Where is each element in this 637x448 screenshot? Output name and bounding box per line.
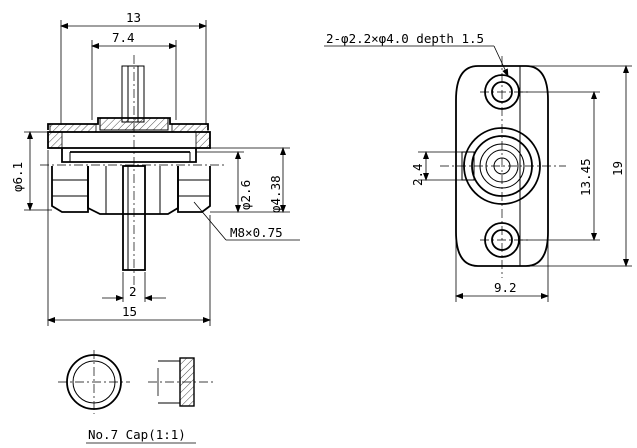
right-nut xyxy=(177,166,211,213)
dim-9-2-label: 9.2 xyxy=(494,280,517,295)
center-housing xyxy=(87,166,179,215)
cap-caption: No.7 Cap(1:1) xyxy=(88,427,186,442)
dim-inner-width-7-4: 7.4 xyxy=(91,30,177,120)
dim-phi-4-38-label: φ4.38 xyxy=(268,175,283,213)
connector-ring-2 xyxy=(471,135,533,197)
flange-hatch-center xyxy=(99,117,169,131)
dim-7-4-label: 7.4 xyxy=(112,30,135,45)
dim-overall-length: 15 xyxy=(47,150,211,326)
dim-key-height: 2.4 xyxy=(410,151,474,186)
hole-spec-label: 2-φ2.2×φ4.0 depth 1.5 xyxy=(326,31,484,46)
thread-leader: M8×0.75 xyxy=(193,201,300,241)
inner-cavity xyxy=(61,148,197,163)
dim-hole-pitch: 13.45 xyxy=(520,91,600,241)
thread-label: M8×0.75 xyxy=(230,225,283,240)
top-mounting-hole-outer xyxy=(484,74,520,110)
left-nut xyxy=(51,166,89,213)
lower-pin xyxy=(122,165,146,271)
front-view: 2-φ2.2×φ4.0 depth 1.5 2.4 13.45 19 xyxy=(324,31,632,302)
connector-ring-4 xyxy=(485,149,519,183)
side-view: 13 7.4 xyxy=(10,10,300,326)
dim-slot-width: 2 xyxy=(102,272,166,302)
dim-13-label: 13 xyxy=(126,10,141,25)
cap-outer-circle xyxy=(66,354,122,410)
dim-diameter-2-6: φ2.6 xyxy=(196,151,253,213)
dim-left-diameter: φ6.1 xyxy=(10,131,52,211)
flange-hatch-left xyxy=(49,123,97,133)
dim-13-45-label: 13.45 xyxy=(578,158,593,196)
dim-phi-2-6-label: φ2.6 xyxy=(238,180,253,210)
dim-width: 9.2 xyxy=(455,240,549,302)
bottom-mounting-hole-inner xyxy=(491,229,513,251)
top-shaft xyxy=(121,65,145,123)
flange-hatch-right xyxy=(171,123,209,133)
flange-outline xyxy=(455,65,549,267)
cap-knurl xyxy=(179,357,195,407)
bottom-mounting-hole-outer xyxy=(484,222,520,258)
cap-inner-circle xyxy=(72,360,116,404)
dim-19-label: 19 xyxy=(610,161,625,176)
body-upper xyxy=(47,131,211,149)
connector-center xyxy=(493,157,511,175)
cap-views: No.7 Cap(1:1) xyxy=(58,350,216,444)
dim-overall-width-13: 13 xyxy=(60,10,207,125)
top-mounting-hole-inner xyxy=(491,81,513,103)
dim-phi-6-1-label: φ6.1 xyxy=(10,162,25,192)
dim-overall-height: 19 xyxy=(530,65,632,267)
dim-2-label: 2 xyxy=(129,284,137,299)
hole-spec-leader: 2-φ2.2×φ4.0 depth 1.5 xyxy=(324,31,509,77)
connector-ring-3 xyxy=(479,143,525,189)
dim-diameter-4-38: φ4.38 xyxy=(210,147,290,213)
connector-outer-ring xyxy=(463,127,541,205)
dim-15-label: 15 xyxy=(122,304,137,319)
dim-2-4-label: 2.4 xyxy=(410,163,425,186)
